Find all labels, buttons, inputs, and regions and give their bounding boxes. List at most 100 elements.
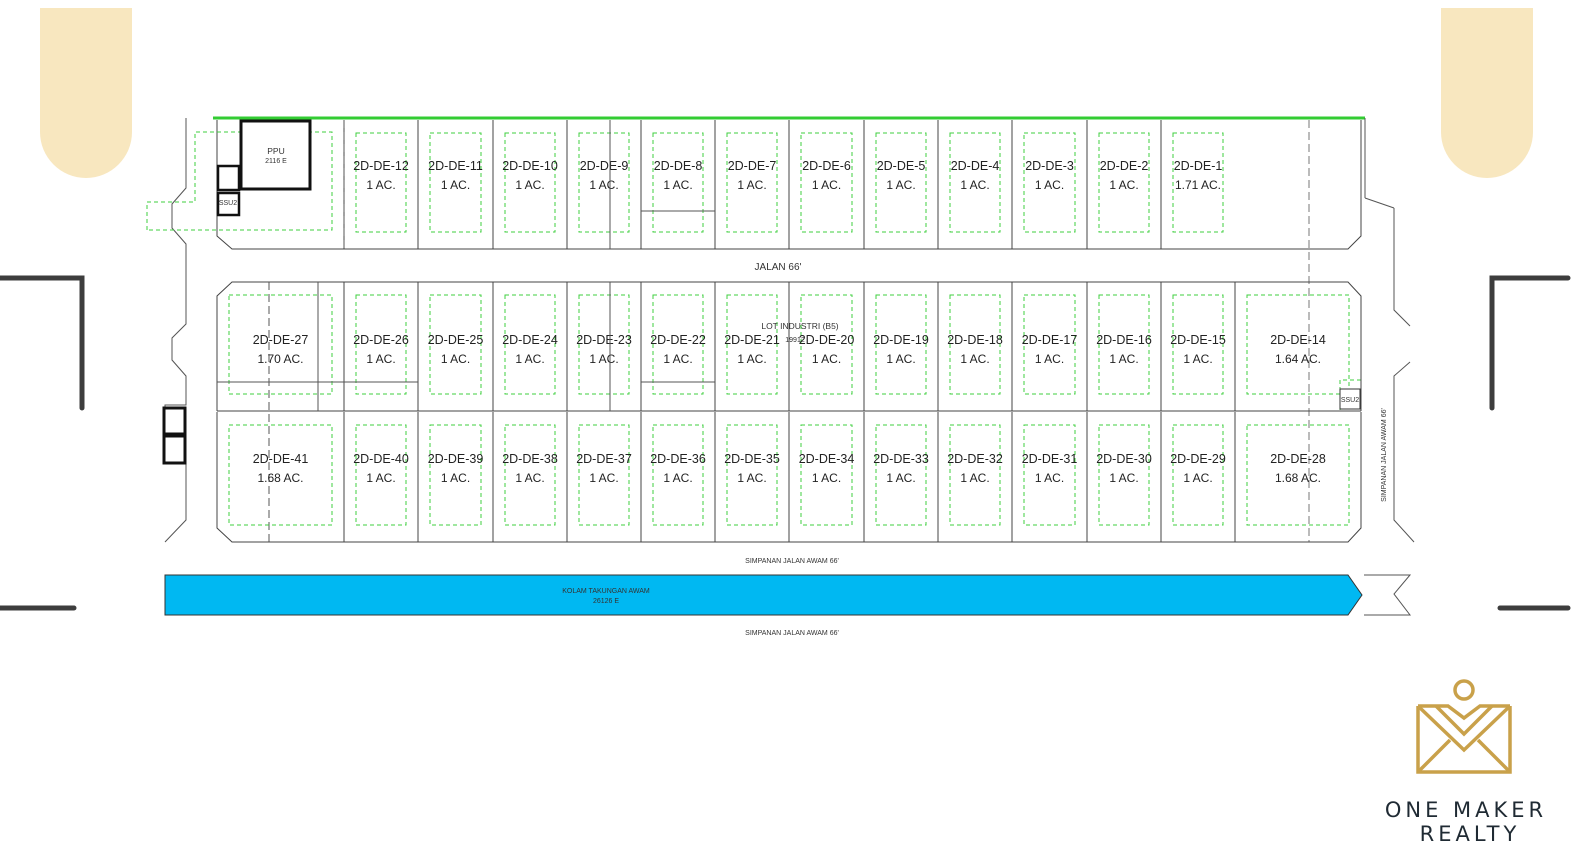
lot-id-label: 2D-DE-17 [1022, 333, 1078, 347]
lot-area-label: 1 AC. [441, 352, 470, 366]
lot-2D-DE-9[interactable]: 2D-DE-91 AC. [566, 120, 630, 249]
lot-area-label: 1 AC. [441, 178, 470, 192]
lot-2D-DE-2[interactable]: 2D-DE-21 AC. [1086, 120, 1150, 249]
lot-2D-DE-20[interactable]: 2D-DE-20 1 AC. [788, 282, 855, 411]
decor [0, 8, 1571, 611]
lot-2D-DE-11[interactable]: 2D-DE-111 AC. [417, 120, 483, 249]
lot-area-label: 1 AC. [441, 471, 470, 485]
lot-area-label: 1 AC. [1035, 178, 1064, 192]
lot-id-label: 2D-DE-4 [951, 159, 1000, 173]
brand-line2: REALTY [1420, 822, 1521, 846]
lot-id-label: 2D-DE-12 [353, 159, 409, 173]
lot-id-label: 2D-DE-35 [724, 452, 780, 466]
lot-area-label: 1 AC. [960, 178, 989, 192]
lot-2D-DE-23[interactable]: 2D-DE-231 AC. [566, 282, 632, 411]
lot-area-label: 1 AC. [886, 178, 915, 192]
lot-area-label: 1 AC. [886, 471, 915, 485]
lot-id-label: 2D-DE-23 [576, 333, 632, 347]
lot-2D-DE-21[interactable]: 2D-DE-211 AC. [714, 282, 780, 411]
lot-2D-DE-25[interactable]: 2D-DE-25 1 AC. [417, 282, 484, 411]
lot-id-label: 2D-DE-5 [877, 159, 926, 173]
lot-2D-DE-36[interactable]: 2D-DE-361 AC. [640, 412, 706, 542]
lot-id-label: 2D-DE-9 [580, 159, 629, 173]
lot-id-label: 2D-DE-27 [253, 333, 309, 347]
lot-2D-DE-39[interactable]: 2D-DE-391 AC. [417, 412, 483, 542]
lot-2D-DE-8[interactable]: 2D-DE-8 1 AC. [640, 120, 704, 249]
lot-2D-DE-30[interactable]: 2D-DE-30 1 AC. [1086, 412, 1152, 542]
lot-id-label: 2D-DE-14 [1270, 333, 1326, 347]
lot-2D-DE-14[interactable]: 2D-DE-141.64 AC. [1234, 282, 1350, 411]
lot-id-label: 2D-DE-31 [1022, 452, 1078, 466]
lot-id-label: 2D-DE-20 [799, 333, 855, 347]
lot-2D-DE-31[interactable]: 2D-DE-311 AC. [1011, 412, 1078, 542]
boundary [164, 116, 1415, 616]
lot-2D-DE-10[interactable]: 2D-DE-101 AC. [492, 120, 558, 249]
lot-2D-DE-37[interactable]: 2D-DE-371 AC. [566, 412, 632, 542]
lot-2D-DE-34[interactable]: 2D-DE-341 AC. [788, 412, 854, 542]
lot-area-label: 1 AC. [1183, 471, 1212, 485]
lot-2D-DE-4[interactable]: 2D-DE-4 1 AC. [937, 120, 1001, 249]
lot-area-label: 1.68 AC. [257, 471, 303, 485]
lot-area-label: 1 AC. [1109, 178, 1138, 192]
lot-2D-DE-32[interactable]: 2D-DE-321 AC. [937, 412, 1003, 542]
lot-area-label: 1 AC. [663, 178, 692, 192]
lot-area-label: 1.68 AC. [1275, 471, 1321, 485]
lot-2D-DE-6[interactable]: 2D-DE-61 AC. [788, 120, 853, 249]
road-main-label: JALAN 66' [755, 262, 802, 273]
lot-2D-DE-12[interactable]: 2D-DE-121 AC. [343, 120, 409, 249]
lot-id-label: 2D-DE-30 [1096, 452, 1152, 466]
lot-2D-DE-15[interactable]: 2D-DE-151 AC. [1160, 282, 1226, 411]
lot-2D-DE-22[interactable]: 2D-DE-22 1 AC. [640, 282, 706, 411]
lot-2D-DE-18[interactable]: 2D-DE-181 AC. [937, 282, 1003, 411]
lot-id-label: 2D-DE-18 [947, 333, 1003, 347]
lot-2D-DE-35[interactable]: 2D-DE-351 AC. [714, 412, 780, 542]
lot-2D-DE-41[interactable]: 2D-DE-411.68 AC. [228, 424, 333, 526]
lot-area-label: 1 AC. [737, 178, 766, 192]
lot-2D-DE-3[interactable]: 2D-DE-31 AC. [1011, 120, 1076, 249]
lot-2D-DE-26[interactable]: 2D-DE-261 AC. [343, 282, 409, 411]
lot-2D-DE-5[interactable]: 2D-DE-5 1 AC. [863, 120, 927, 249]
lot-2D-DE-17[interactable]: 2D-DE-171 AC. [1011, 282, 1078, 411]
lot-id-label: 2D-DE-16 [1096, 333, 1152, 347]
ssu-left-label: SSU2 [219, 200, 237, 207]
lot-id-label: 2D-DE-1 [1174, 159, 1223, 173]
lot-2D-DE-1[interactable]: 2D-DE-1 1.71 AC. [1160, 120, 1224, 249]
lot-area-label: 1 AC. [812, 352, 841, 366]
lot-area-label: 1 AC. [663, 352, 692, 366]
ssu-right-label: SSU2 [1341, 397, 1359, 404]
lot-2D-DE-19[interactable]: 2D-DE-191 AC. [863, 282, 929, 411]
lot-id-label: 2D-DE-36 [650, 452, 706, 466]
lot-area-label: 1 AC. [960, 471, 989, 485]
lot-2D-DE-24[interactable]: 2D-DE-241 AC. [492, 282, 558, 411]
lot-2D-DE-16[interactable]: 2D-DE-16 1 AC. [1086, 282, 1152, 411]
lot-2D-DE-7[interactable]: 2D-DE-7 1 AC. [714, 120, 778, 249]
lot-area-label: 1 AC. [886, 352, 915, 366]
lot-id-label: 2D-DE-7 [728, 159, 777, 173]
lot-area-label: 1 AC. [1109, 471, 1138, 485]
lot-2D-DE-27[interactable]: 2D-DE-271.70 AC. [228, 294, 333, 395]
road-reserve-right-label: SIMPANAN JALAN AWAM 66' [1381, 408, 1388, 502]
lot-id-label: 2D-DE-15 [1170, 333, 1226, 347]
lot-area-label: 1 AC. [366, 471, 395, 485]
lot-id-label: 2D-DE-25 [428, 333, 484, 347]
pond-area: 26126 E [593, 598, 619, 605]
lot-id-label: 2D-DE-37 [576, 452, 632, 466]
lot-area-label: 1 AC. [1109, 352, 1138, 366]
lot-2D-DE-40[interactable]: 2D-DE-401 AC. [343, 412, 409, 542]
brand-logo: ONE MAKER REALTY [1385, 679, 1547, 846]
lot-id-label: 2D-DE-8 [654, 159, 703, 173]
lot-2D-DE-29[interactable]: 2D-DE-29 1 AC. [1160, 412, 1226, 542]
ppu-block: PPU 2116 E SSU2 [216, 119, 312, 217]
lot-area-label: 1.71 AC. [1175, 178, 1221, 192]
lot-2D-DE-33[interactable]: 2D-DE-331 AC. [863, 412, 929, 542]
road-reserve-upper-label: SIMPANAN JALAN AWAM 66' [745, 558, 839, 565]
left-boxes [162, 406, 187, 465]
brand-line1: ONE MAKER [1385, 798, 1547, 822]
lot-id-label: 2D-DE-22 [650, 333, 706, 347]
lot-industri-label: LOT INDUSTRI (B5) [761, 321, 838, 331]
lot-id-label: 2D-DE-26 [353, 333, 409, 347]
lot-2D-DE-28[interactable]: 2D-DE-281.68 AC. [1234, 412, 1350, 542]
lot-2D-DE-38[interactable]: 2D-DE-381 AC. [492, 412, 558, 542]
lot-id-label: 2D-DE-29 [1170, 452, 1226, 466]
